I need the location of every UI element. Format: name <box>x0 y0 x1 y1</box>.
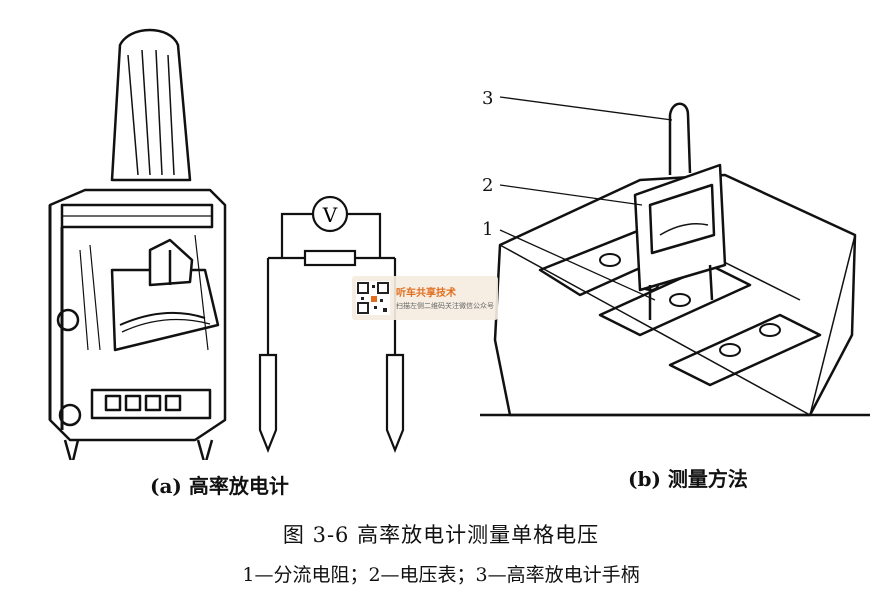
figure-title: 图 3-6 高率放电计测量单格电压 <box>282 523 600 547</box>
tester-illustration: V <box>48 28 405 460</box>
qr-code-icon <box>356 281 390 315</box>
caption-panel-a: (a) 高率放电计 <box>150 474 289 498</box>
caption-panel-b: (b) 测量方法 <box>628 467 748 491</box>
voltmeter-symbol: V <box>322 203 338 227</box>
callout-1: 1 <box>482 219 494 240</box>
figure-legend: 1—分流电阻；2—电压表；3—高率放电计手柄 <box>242 564 640 586</box>
watermark-banner: 听车共享技术 扫描左侧二维码关注微信公众号 <box>352 276 498 320</box>
callout-3: 3 <box>482 88 494 109</box>
measurement-illustration <box>480 96 870 417</box>
watermark-title: 听车共享技术 <box>396 288 456 299</box>
watermark-subtitle: 扫描左侧二维码关注微信公众号 <box>396 302 494 310</box>
callout-2: 2 <box>482 175 494 196</box>
